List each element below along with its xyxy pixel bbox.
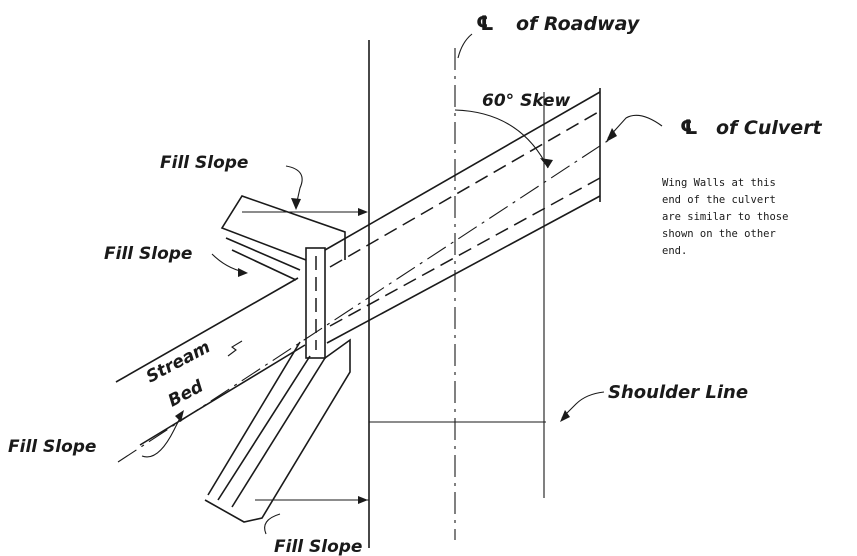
stream-bank-upper bbox=[115, 277, 299, 383]
fill-slope-left-lower-label: Fill Slope bbox=[8, 437, 96, 457]
culvert-inner-bottom bbox=[329, 177, 601, 327]
culvert-cl-symbol: ℄ bbox=[680, 115, 698, 139]
lower-wing-edge-2 bbox=[217, 355, 311, 501]
lower-wing-edge-1 bbox=[207, 341, 301, 496]
fill-slope-bottom-label: Fill Slope bbox=[274, 537, 362, 556]
lower-wing-outline bbox=[204, 338, 351, 523]
note-line-5: end. bbox=[662, 245, 687, 257]
culvert-bottom-wall bbox=[326, 195, 601, 344]
roadway-centerline-label: of Roadway bbox=[516, 13, 641, 35]
fill-slope-left-lower-leader bbox=[141, 413, 183, 458]
note-line-4: shown on the other bbox=[662, 228, 776, 240]
note-line-2: end of the culvert bbox=[662, 194, 776, 206]
wing-wall-note: Wing Walls at this end of the culvert ar… bbox=[662, 177, 788, 257]
stream-bed bbox=[115, 277, 306, 446]
upper-wing-inner-2 bbox=[231, 249, 297, 281]
culvert-leader-arrow bbox=[606, 128, 617, 142]
culvert-centerline-label: of Culvert bbox=[716, 117, 823, 139]
fill-slope-top-arrow bbox=[291, 198, 301, 210]
culvert-centerline bbox=[117, 137, 613, 463]
upper-wing-outline bbox=[220, 195, 346, 261]
stream-flow-mark bbox=[227, 340, 243, 357]
shoulder-line-label: Shoulder Line bbox=[608, 382, 748, 403]
stream-label: Stream bbox=[143, 337, 214, 387]
headwall bbox=[305, 247, 326, 359]
top-slope-dim-arrow bbox=[358, 208, 368, 216]
fill-slope-top-label: Fill Slope bbox=[160, 153, 248, 173]
headwall-body bbox=[305, 247, 326, 359]
shoulder-line-arrow bbox=[560, 410, 570, 422]
culvert-leader bbox=[607, 114, 663, 139]
fill-slope-left-lower-arrow bbox=[175, 410, 184, 422]
culvert-barrel bbox=[117, 88, 613, 463]
fill-slope-top-leader bbox=[285, 165, 303, 207]
upper-wing-inner-1 bbox=[225, 237, 301, 271]
upper-wing-wall bbox=[220, 195, 346, 281]
roadway-cl-symbol: ℄ bbox=[476, 11, 494, 35]
fill-slope-left-upper-arrow bbox=[238, 268, 248, 277]
lower-wing-edge-3 bbox=[231, 357, 326, 508]
skew-label: 60° Skew bbox=[482, 91, 571, 111]
culvert-top-wall bbox=[324, 91, 601, 251]
bed-label: Bed bbox=[165, 376, 207, 411]
stream-bank-lower bbox=[139, 344, 306, 446]
skew-arrowhead bbox=[540, 158, 553, 168]
fill-slope-bottom-leader bbox=[264, 513, 281, 535]
note-line-3: are similar to those bbox=[662, 211, 788, 223]
skew-angle-arc bbox=[454, 109, 549, 169]
culvert-inner-top bbox=[329, 110, 601, 268]
fill-slope-left-upper-label: Fill Slope bbox=[104, 244, 192, 264]
bottom-slope-dim-arrow bbox=[358, 496, 368, 504]
lower-wing-wall bbox=[204, 338, 369, 523]
shoulder-line-leader bbox=[561, 391, 605, 419]
note-line-1: Wing Walls at this bbox=[662, 177, 776, 189]
roadway-leader bbox=[457, 33, 473, 59]
leader-lines bbox=[141, 33, 663, 535]
fill-slope-arrows bbox=[290, 208, 368, 504]
